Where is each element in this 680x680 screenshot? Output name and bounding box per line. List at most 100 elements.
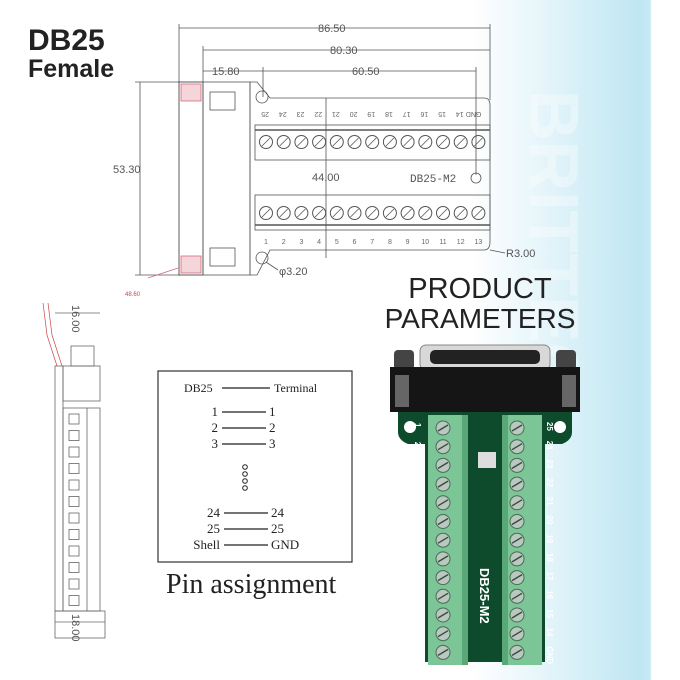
ellipsis-dot bbox=[242, 478, 248, 484]
photo-right-pin: 16 bbox=[545, 590, 554, 599]
screw-circle bbox=[276, 135, 291, 149]
bottom-pin-label: 8 bbox=[388, 239, 392, 246]
screw-circle bbox=[453, 206, 468, 220]
top-view-drawing bbox=[135, 24, 506, 276]
connector-flange-marks bbox=[147, 83, 202, 279]
screw-slot bbox=[456, 208, 465, 218]
photo-screw-slot bbox=[511, 555, 523, 563]
screw-circle bbox=[400, 135, 415, 149]
photo-terminal-screws bbox=[435, 420, 525, 660]
screw-circle bbox=[294, 135, 309, 149]
header-right: Terminal bbox=[274, 381, 318, 395]
bottom-pin-label: 10 bbox=[421, 239, 429, 246]
screw-circle bbox=[347, 206, 362, 220]
photo-left-pin: 12 bbox=[413, 629, 422, 638]
title-db25: DB25 bbox=[28, 24, 105, 57]
photo-board-label: DB25-M2 bbox=[477, 568, 492, 624]
side-square bbox=[68, 545, 80, 557]
screw-slot bbox=[474, 208, 483, 218]
top-pin-label: GND bbox=[466, 110, 482, 117]
side-square bbox=[68, 446, 80, 458]
pin-row-left: 24 bbox=[207, 505, 221, 520]
bottom-pin-label: 3 bbox=[299, 239, 303, 246]
photo-screw-slot bbox=[511, 443, 523, 451]
pin-row-right: 3 bbox=[269, 436, 276, 451]
pin-row-right: GND bbox=[271, 537, 299, 552]
screw-slot bbox=[421, 208, 430, 218]
photo-screw-slot bbox=[511, 480, 523, 488]
dim-hole-dia: φ3.20 bbox=[279, 266, 308, 278]
bottom-pin-label: 2 bbox=[282, 239, 286, 246]
screw-circle bbox=[418, 135, 433, 149]
photo-right-pin: 23 bbox=[545, 459, 554, 468]
screw-circle bbox=[436, 135, 450, 149]
photo-left-pin: 7 bbox=[413, 535, 422, 540]
screw-slot bbox=[421, 137, 430, 147]
screw-slot bbox=[314, 208, 324, 218]
pin-row-left: 2 bbox=[212, 420, 219, 435]
photo-screw-slot bbox=[511, 573, 523, 582]
pin-table-box bbox=[157, 370, 353, 563]
screw-circle bbox=[312, 206, 327, 220]
photo-right-pin: 15 bbox=[545, 609, 554, 618]
side-square bbox=[68, 512, 80, 524]
photo-left-pin: 3 bbox=[413, 460, 422, 465]
ellipsis-dot bbox=[242, 485, 248, 491]
photo-screw-slot bbox=[437, 443, 449, 451]
bottom-pin-label: 12 bbox=[457, 239, 465, 246]
photo-screw-slot bbox=[511, 611, 523, 619]
top-pin-label: 19 bbox=[367, 110, 375, 117]
terminal-screws bbox=[259, 135, 486, 220]
photo-left-pin: 8 bbox=[413, 554, 422, 559]
photo-right-pin: 24 bbox=[545, 441, 554, 450]
photo-right-pin: 19 bbox=[545, 534, 554, 543]
top-pin-label: 18 bbox=[385, 110, 393, 117]
screw-circle bbox=[471, 135, 486, 149]
screw-circle bbox=[312, 135, 327, 149]
dim-offset: 15.80 bbox=[212, 66, 240, 78]
photo-screw-slot bbox=[511, 424, 523, 432]
dim-inner: 44.00 bbox=[312, 172, 340, 184]
title-female: Female bbox=[28, 55, 114, 83]
photo-screw-slot bbox=[437, 592, 449, 600]
dim-overall: 86.50 bbox=[318, 23, 346, 35]
photo-right-pin: GND bbox=[545, 646, 554, 664]
photo-screw-slot bbox=[511, 461, 523, 470]
photo-screw-slot bbox=[511, 517, 523, 526]
screw-slot bbox=[367, 208, 377, 218]
screw-slot bbox=[314, 137, 324, 147]
pin-row-right: 1 bbox=[269, 404, 276, 419]
photo-left-pin: 6 bbox=[413, 517, 422, 522]
side-terminal-squares bbox=[68, 413, 80, 606]
pin-row-right: 2 bbox=[269, 420, 276, 435]
top-pin-label: 22 bbox=[314, 110, 322, 117]
top-pin-label: 15 bbox=[438, 110, 446, 117]
photo-left-pin: 9 bbox=[413, 573, 422, 578]
photo-right-pin: 20 bbox=[545, 516, 554, 525]
bottom-pin-label: 1 bbox=[264, 239, 268, 246]
screw-slot bbox=[279, 208, 288, 218]
screw-circle bbox=[365, 135, 380, 149]
photo-screw-slot bbox=[437, 424, 449, 432]
screw-slot bbox=[403, 208, 412, 218]
screw-slot bbox=[474, 137, 483, 147]
photo-screw-slot bbox=[437, 517, 449, 526]
pin-row-right: 24 bbox=[271, 505, 285, 520]
heading-product: PRODUCT bbox=[408, 273, 552, 305]
screw-slot bbox=[438, 137, 448, 147]
ellipsis-dot bbox=[242, 464, 248, 470]
screw-slot bbox=[438, 208, 448, 218]
photo-left-pin: 4 bbox=[413, 479, 422, 484]
screw-slot bbox=[350, 208, 359, 218]
side-square bbox=[68, 529, 80, 540]
photo-left-pin: 2 bbox=[413, 442, 422, 447]
photo-screw-slot bbox=[437, 573, 449, 582]
dim-side-bottom: 18.00 bbox=[69, 614, 81, 642]
screw-circle bbox=[276, 206, 291, 220]
top-pin-label: 21 bbox=[332, 110, 340, 117]
screw-circle bbox=[382, 135, 397, 149]
pin-row-left: 1 bbox=[212, 404, 219, 419]
photo-screw-slot bbox=[511, 592, 523, 600]
